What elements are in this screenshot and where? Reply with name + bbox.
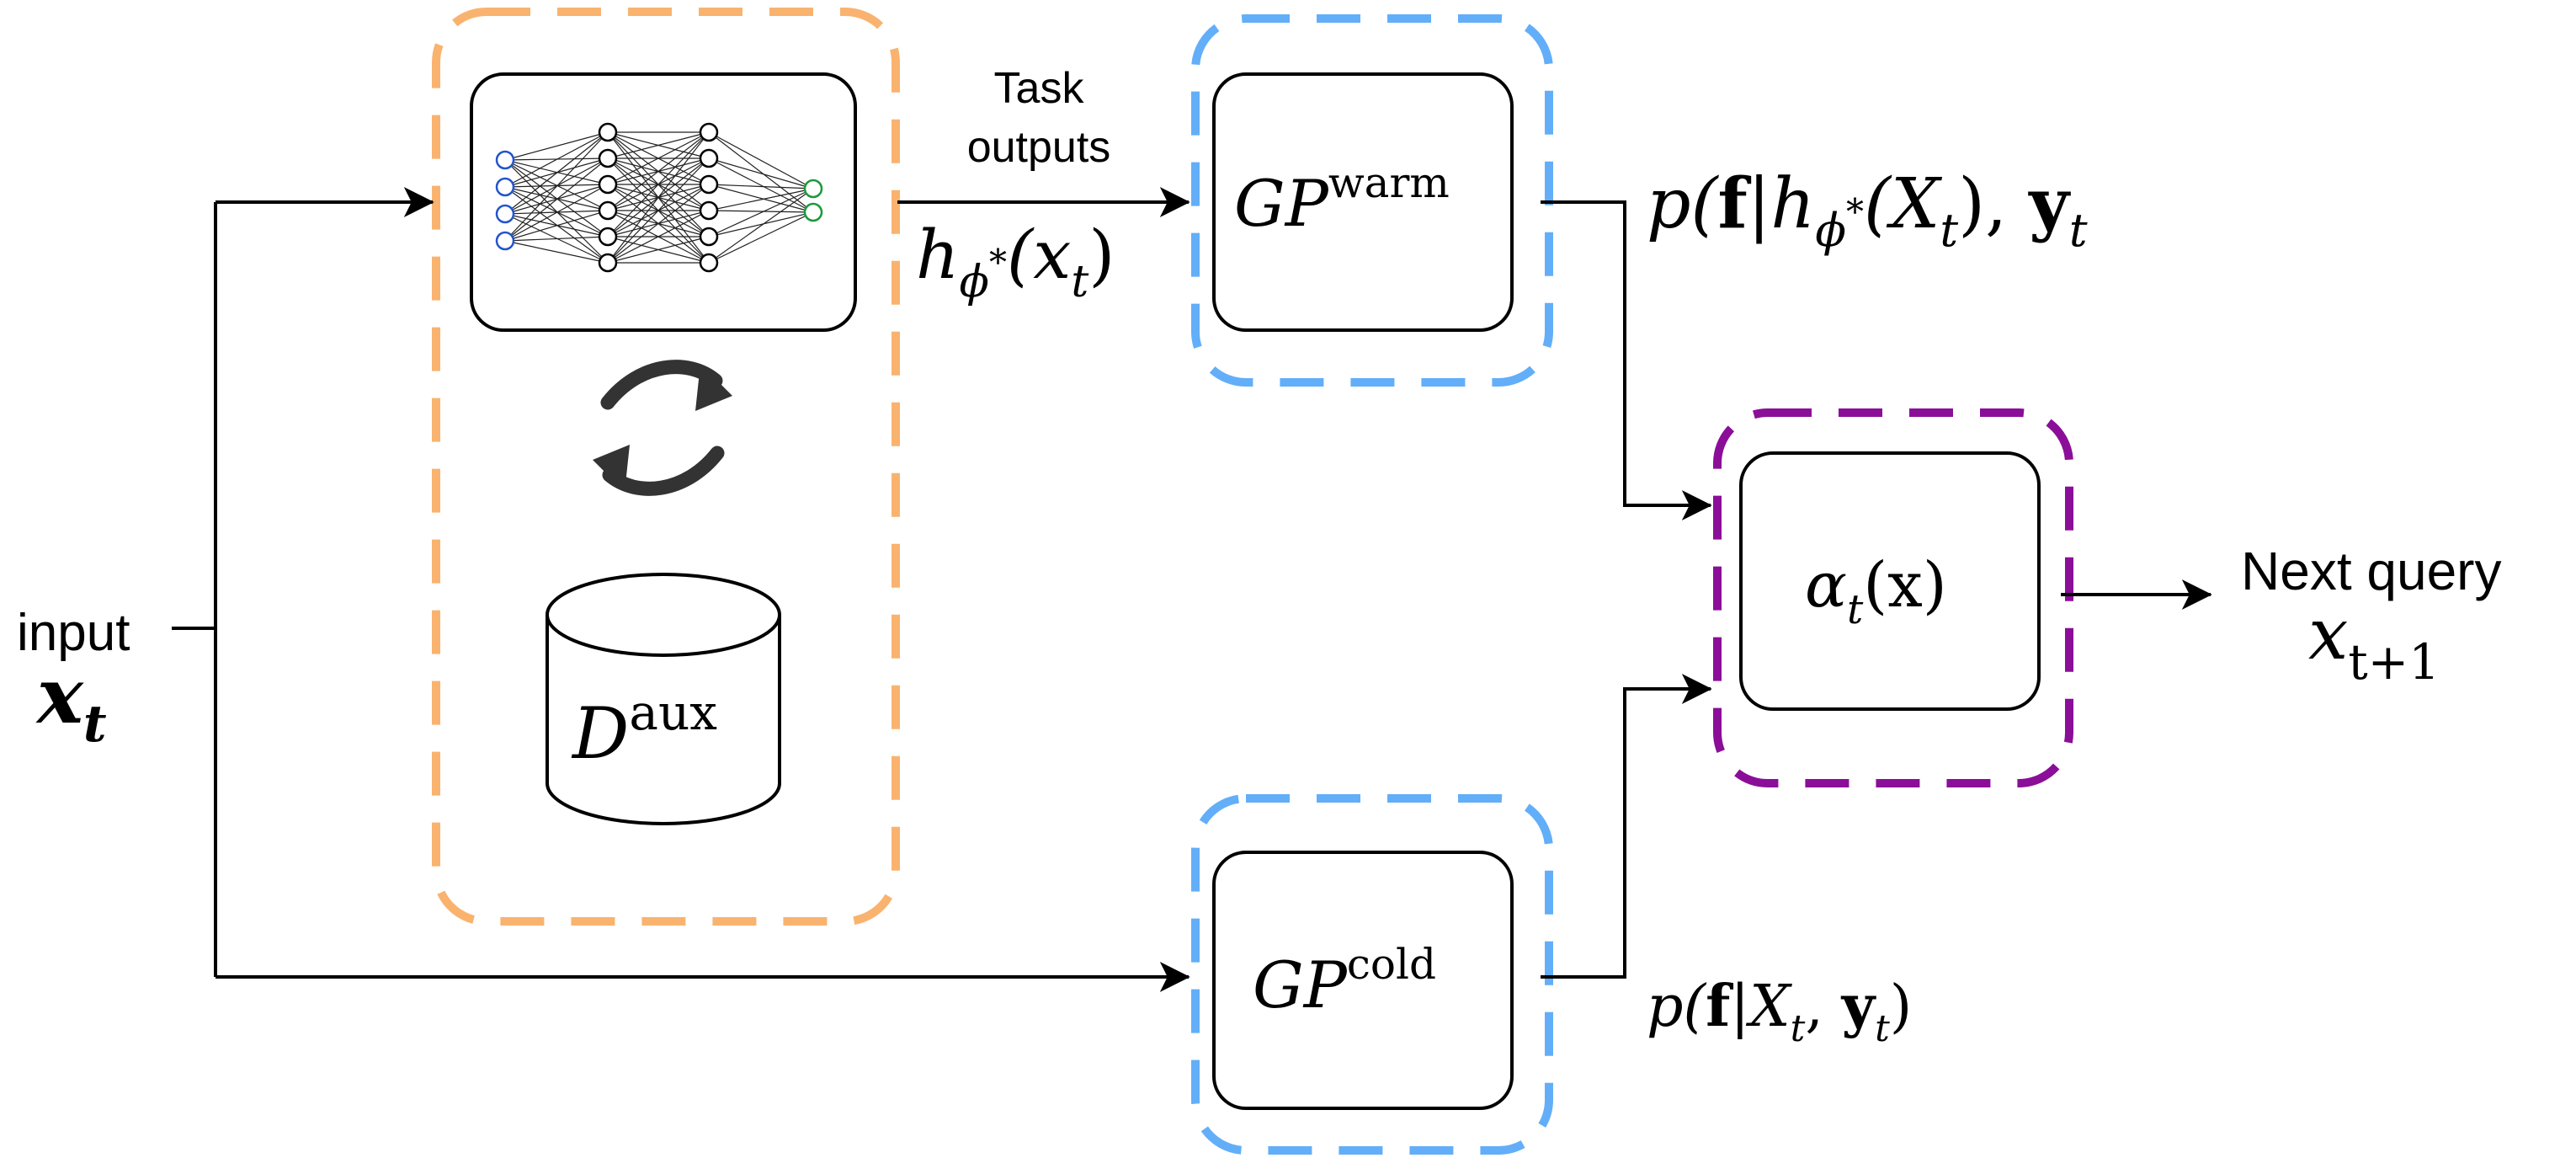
nn-node [699,253,719,273]
nn-edge [504,157,609,242]
nn-edge [504,184,609,242]
nn-edge [708,131,814,189]
nn-edge [504,131,609,161]
aux-dataset-label: Daux [571,684,717,775]
nn-edge [708,210,814,213]
nn-edge [607,131,710,159]
nn-edge [607,236,710,264]
nn-edge [607,184,710,264]
gp-cold-label: GPcold [1253,940,1436,1022]
nn-node [699,148,719,168]
gp-cold-box [1212,851,1514,1110]
nn-node [495,150,515,170]
acquisition-group [1713,408,2073,787]
input-variable: xt [35,650,107,754]
nn-edge [504,131,609,188]
nn-edge [708,211,814,264]
acquisition-box [1739,451,2041,711]
nn-node [803,202,823,222]
task-outputs-label-line2: outputs [967,123,1111,172]
gp-cold-to-acquisition-arrow [1541,674,1712,979]
nn-node [495,231,515,251]
posterior-warm-formula: p(f|hϕ*(Xt), yt [1647,163,2088,257]
nn-edge [708,188,814,264]
nn-node [699,174,719,195]
nn-node [803,179,823,199]
nn-edge [504,236,609,242]
nn-node [495,177,515,197]
gp-warm-to-acquisition-arrow [1541,200,1712,520]
nn-edge [708,188,814,211]
acquisition-label: αt(x) [1805,549,1947,633]
nn-edge [708,188,814,237]
nn-edge [708,184,814,189]
nn-edge [708,184,814,213]
nn-node [699,200,719,221]
posterior-cold-formula: p(f|Xt, yt) [1647,973,1912,1050]
nn-node [699,122,719,142]
gp-cold-group [1191,794,1553,1155]
next-query-label: Next query [2241,541,2501,601]
nn-edge [607,131,710,264]
nn-node [598,148,618,168]
next-query-variable: xt+1 [2308,593,2440,691]
nn-edge [708,131,814,213]
database-cylinder-icon [546,573,781,825]
nn-edge [708,157,814,189]
nn-edge [607,131,710,185]
nn-node [598,227,618,247]
nn-node [699,227,719,247]
nn-node [598,253,618,273]
nn-edge [504,240,609,264]
nn-edge [708,157,814,213]
nn-edge [607,131,710,211]
nn-node [598,174,618,195]
connectors [172,187,2212,992]
feature-map-formula: hϕ*(xt) [916,216,1115,307]
refresh-cycle-icon [593,360,732,496]
nn-node [495,204,515,224]
nn-node [598,200,618,221]
neural-network-box [470,72,857,332]
nn-edge [607,131,710,237]
meta-learning-group [432,8,900,926]
nn-edge [504,131,609,215]
gp-warm-label: GPwarm [1234,158,1450,241]
neural-network-icon [495,122,823,273]
task-outputs-label-line1: Task [994,64,1085,113]
nn-edge [607,157,710,264]
input-label: input [17,604,130,662]
nn-edge [504,210,609,242]
gp-warm-box [1212,72,1514,332]
nn-edge [504,131,609,242]
nn-edge [607,210,710,264]
nn-node [598,122,618,142]
nn-edge [708,211,814,237]
